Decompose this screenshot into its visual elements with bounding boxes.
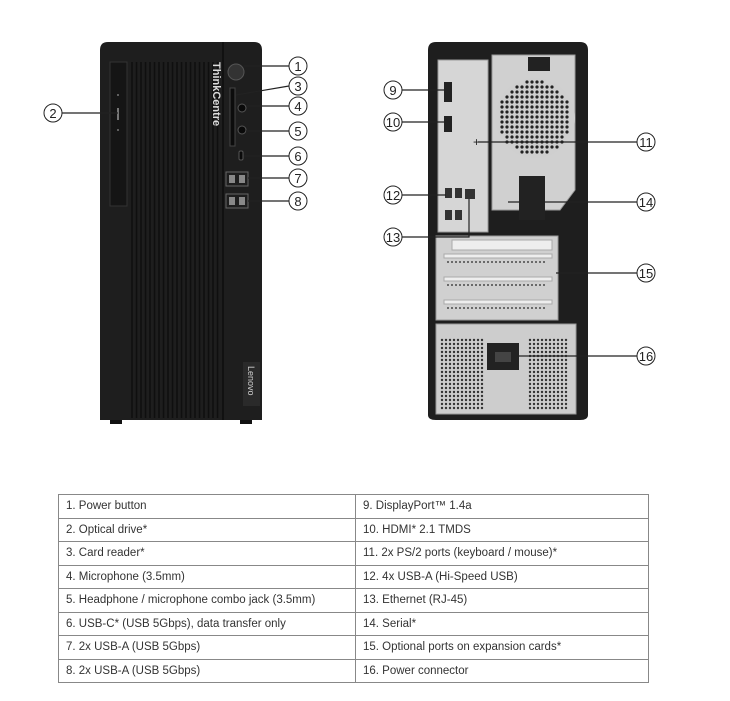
callout-number: 6 — [294, 149, 301, 164]
callout-number: 8 — [294, 194, 301, 209]
callout-number: 12 — [386, 188, 400, 203]
port-description: 7. 2x USB-A (USB 5Gbps) — [58, 635, 356, 660]
audio-jack-icon — [237, 125, 247, 135]
callout-15: 15 — [636, 263, 656, 283]
callout-7: 7 — [288, 168, 308, 188]
port-description: 8. 2x USB-A (USB 5Gbps) — [58, 658, 356, 683]
back-view: + — [402, 42, 637, 420]
table-row: 7. 2x USB-A (USB 5Gbps)15. Optional port… — [58, 635, 649, 660]
callout-5: 5 — [288, 121, 308, 141]
callout-3: 3 — [288, 76, 308, 96]
port-description: 13. Ethernet (RJ-45) — [355, 588, 649, 613]
port-description: 16. Power connector — [355, 658, 649, 683]
callout-number: 13 — [386, 230, 400, 245]
port-description: 5. Headphone / microphone combo jack (3.… — [58, 588, 356, 613]
lenovo-logo: Lenovo — [246, 366, 256, 396]
table-row: 6. USB-C* (USB 5Gbps), data transfer onl… — [58, 611, 649, 636]
callout-16: 16 — [636, 346, 656, 366]
callout-2: 2 — [43, 103, 63, 123]
callout-13: 13 — [383, 227, 403, 247]
callout-number: 1 — [294, 59, 301, 74]
port-description: 14. Serial* — [355, 611, 649, 636]
port-description: 3. Card reader* — [58, 541, 356, 566]
callout-number: 2 — [49, 106, 56, 121]
table-row: 5. Headphone / microphone combo jack (3.… — [58, 588, 649, 613]
table-row: 2. Optical drive*10. HDMI* 2.1 TMDS — [58, 517, 649, 542]
port-description: 9. DisplayPort™ 1.4a — [355, 494, 649, 519]
ethernet-port-icon — [465, 189, 475, 199]
front-view: ThinkCentre Lenovo — [62, 42, 290, 424]
callout-8: 8 — [288, 191, 308, 211]
port-description: 12. 4x USB-A (Hi-Speed USB) — [355, 564, 649, 589]
card-reader-slot — [229, 87, 236, 147]
callout-14: 14 — [636, 192, 656, 212]
displayport-icon — [444, 82, 452, 102]
table-row: 4. Microphone (3.5mm)12. 4x USB-A (Hi-Sp… — [58, 564, 649, 589]
callout-4: 4 — [288, 96, 308, 116]
front-vents — [131, 62, 219, 418]
port-description: 4. Microphone (3.5mm) — [58, 564, 356, 589]
callout-number: 7 — [294, 171, 301, 186]
callout-number: 16 — [639, 349, 653, 364]
callout-number: 3 — [294, 79, 301, 94]
port-description: 11. 2x PS/2 ports (keyboard / mouse)* — [355, 541, 649, 566]
product-diagram: ThinkCentre Lenovo — [43, 42, 656, 424]
usb-c-port-icon — [238, 150, 244, 161]
callout-11: 11 — [636, 132, 656, 152]
callout-number: 11 — [639, 135, 653, 150]
callout-10: 10 — [383, 112, 403, 132]
callout-number: 15 — [639, 266, 653, 281]
hdmi-port-icon — [444, 116, 452, 132]
port-description: 10. HDMI* 2.1 TMDS — [355, 517, 649, 542]
table-row: 8. 2x USB-A (USB 5Gbps)16. Power connect… — [58, 658, 649, 683]
callout-1: 1 — [288, 56, 308, 76]
power-button-icon — [227, 63, 245, 81]
callout-number: 4 — [294, 99, 301, 114]
usb-a-ports-7 — [225, 171, 249, 187]
callout-9: 9 — [383, 80, 403, 100]
serial-port-cover — [519, 176, 545, 220]
callout-number: 10 — [386, 115, 400, 130]
svg-text:+: + — [473, 135, 480, 149]
port-description: 15. Optional ports on expansion cards* — [355, 635, 649, 660]
callout-number: 9 — [389, 83, 396, 98]
port-description: 6. USB-C* (USB 5Gbps), data transfer onl… — [58, 611, 356, 636]
optical-drive-bay — [109, 61, 128, 207]
mic-jack-icon — [237, 103, 247, 113]
callout-number: 5 — [294, 124, 301, 139]
port-description: 1. Power button — [58, 494, 356, 519]
table-row: 3. Card reader*11. 2x PS/2 ports (keyboa… — [58, 541, 649, 566]
port-description: 2. Optical drive* — [58, 517, 356, 542]
thinkcentre-logo: ThinkCentre — [210, 62, 222, 126]
callout-6: 6 — [288, 146, 308, 166]
fan-grille — [495, 78, 575, 158]
callout-number: 14 — [639, 195, 653, 210]
usb-a-rear-ports — [445, 188, 462, 220]
callout-12: 12 — [383, 185, 403, 205]
